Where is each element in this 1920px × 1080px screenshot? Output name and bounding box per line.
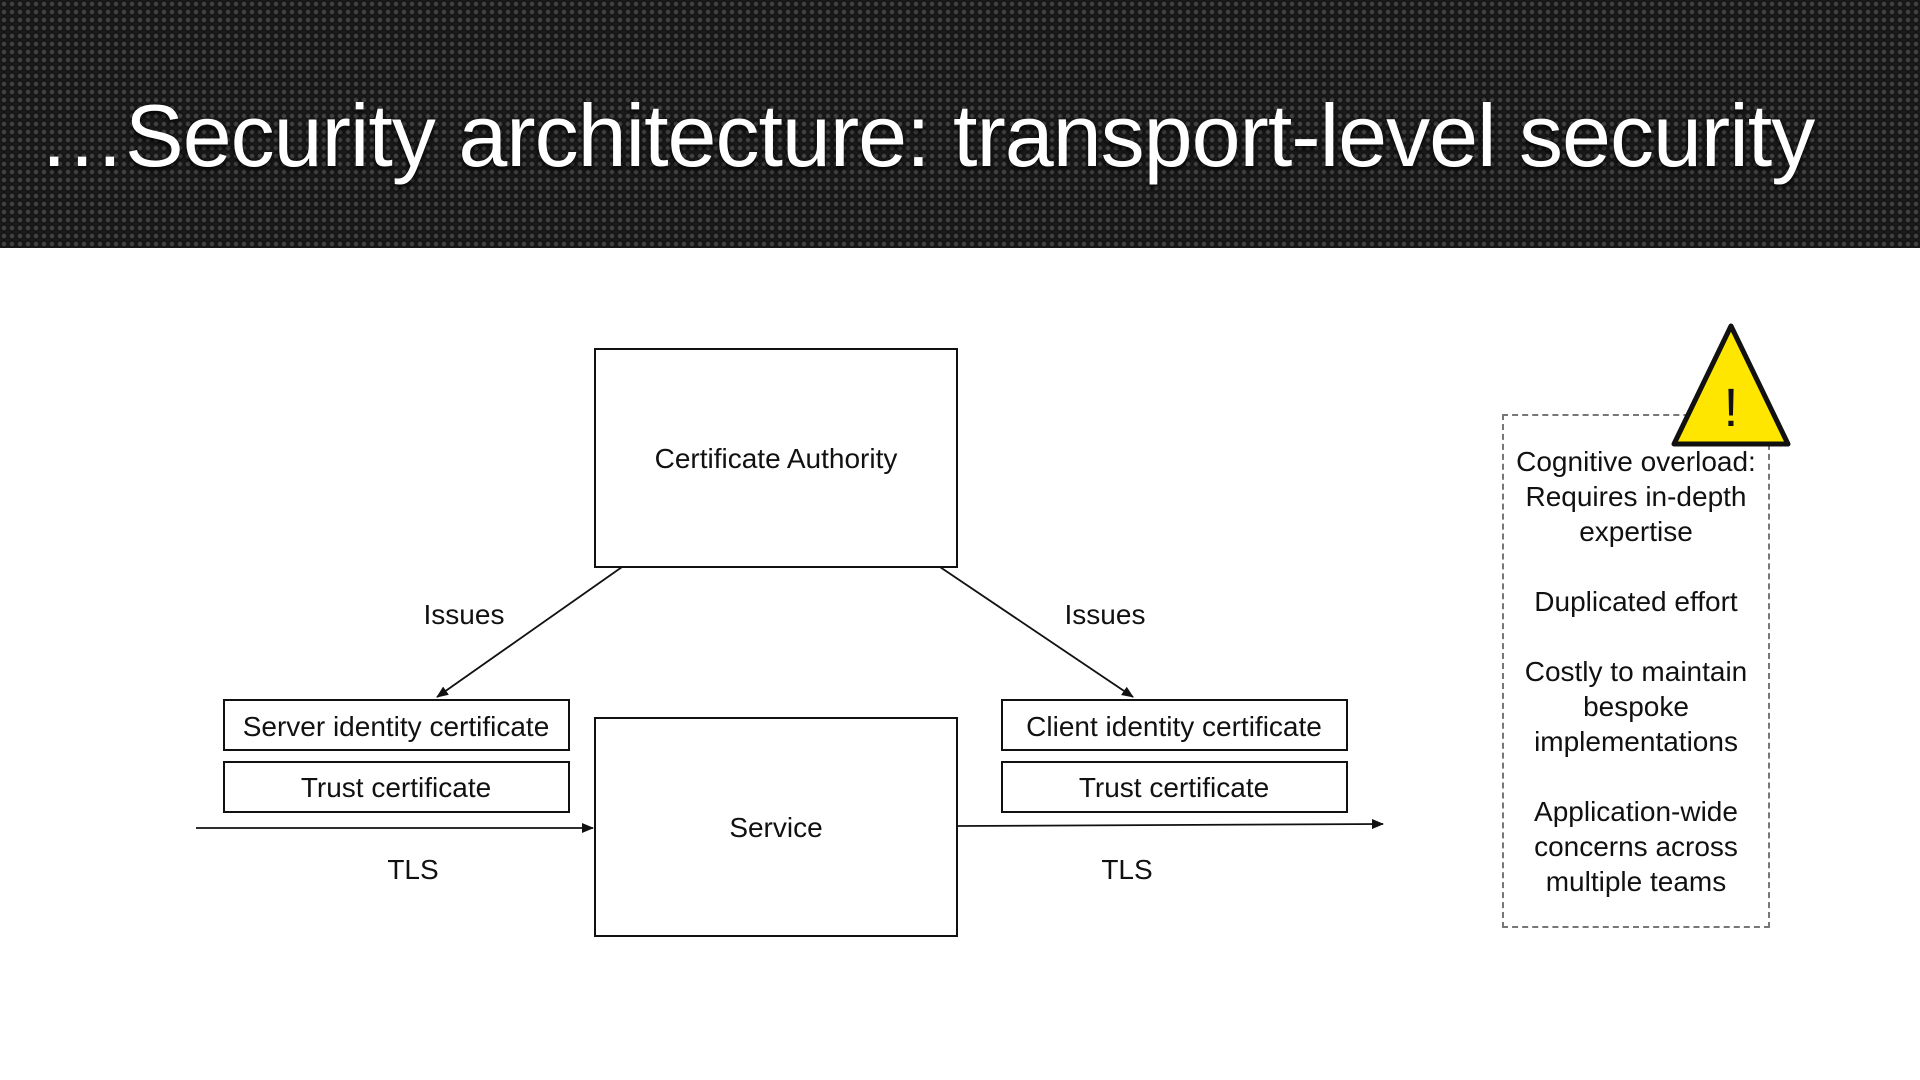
warning-item: Application-wide concerns across multipl… xyxy=(1534,796,1738,897)
issues-edge-left xyxy=(436,566,623,698)
client-identity-certificate-node: Client identity certificate xyxy=(1001,699,1348,751)
issues-label-right: Issues xyxy=(1065,599,1146,630)
service-node: Service xyxy=(594,717,958,937)
certificate-authority-node: Certificate Authority xyxy=(594,348,958,568)
title-banner: …Security architecture: transport-level … xyxy=(0,0,1920,248)
server-identity-certificate-label: Server identity certificate xyxy=(243,711,550,742)
warning-item: Duplicated effort xyxy=(1534,586,1738,617)
tls-label-in: TLS xyxy=(387,854,438,885)
server-identity-certificate-node: Server identity certificate xyxy=(223,699,570,751)
warning-triangle xyxy=(1671,323,1791,447)
tls-edge-out xyxy=(957,819,1384,830)
issues-label-left: Issues xyxy=(424,599,505,630)
warning-item: Cognitive overload: Requires in-depth ex… xyxy=(1516,446,1756,547)
tls-label-out: TLS xyxy=(1101,854,1152,885)
slide-title: …Security architecture: transport-level … xyxy=(38,86,1815,185)
warning-icon: ! xyxy=(1671,323,1791,447)
warning-note-list: Cognitive overload: Requires in-depth ex… xyxy=(1502,444,1770,934)
client-trust-certificate-label: Trust certificate xyxy=(1079,772,1269,803)
service-label: Service xyxy=(729,812,822,843)
certificate-authority-label: Certificate Authority xyxy=(655,443,898,474)
issues-edge-right xyxy=(939,566,1134,698)
warning-note-box xyxy=(1502,414,1770,928)
warning-symbol: ! xyxy=(1723,378,1738,438)
client-trust-certificate-node: Trust certificate xyxy=(1001,761,1348,813)
client-identity-certificate-label: Client identity certificate xyxy=(1026,711,1322,742)
server-trust-certificate-node: Trust certificate xyxy=(223,761,570,813)
server-trust-certificate-label: Trust certificate xyxy=(301,772,491,803)
warning-item: Costly to maintain bespoke implementatio… xyxy=(1524,656,1748,757)
